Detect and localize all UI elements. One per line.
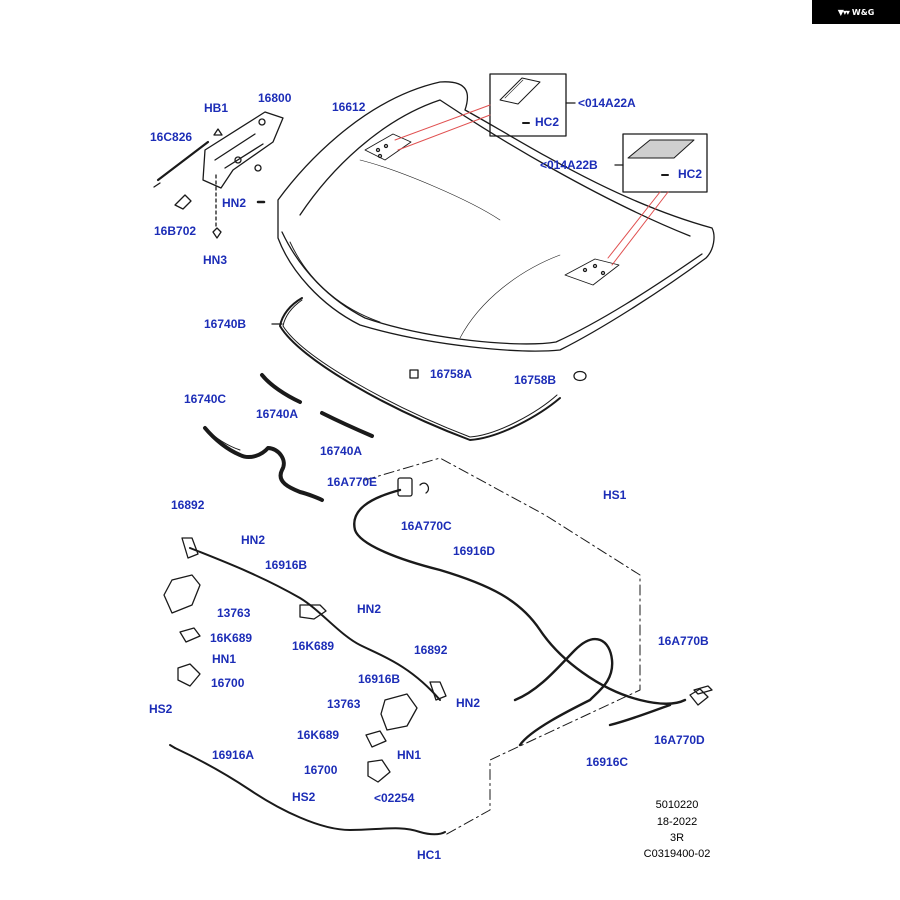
- part-label: HS2: [292, 790, 316, 804]
- part-label: HC1: [417, 848, 442, 862]
- part-label: HN3: [203, 253, 228, 267]
- seals-16740: [203, 373, 374, 502]
- brand-name: W&G: [851, 7, 875, 17]
- part-label: 13763: [217, 606, 251, 620]
- part-label: HS2: [149, 702, 173, 716]
- part-label: 16A770C: [401, 519, 452, 533]
- part-label: HC2: [678, 167, 703, 181]
- callout-leaders: [394, 104, 669, 266]
- part-label: HC2: [535, 115, 560, 129]
- part-label: 16K689: [297, 728, 340, 742]
- vent-callout-a: [489, 73, 576, 137]
- part-label: 16916D: [453, 544, 496, 558]
- part-label: 13763: [327, 697, 361, 711]
- part-label: 16916C: [586, 755, 629, 769]
- part-label: HN2: [241, 533, 266, 547]
- part-label: HN2: [222, 196, 247, 210]
- part-label: 16700: [304, 763, 338, 777]
- routing-outline: [364, 457, 641, 836]
- part-label: <02254: [374, 791, 415, 805]
- part-label: HN1: [397, 748, 422, 762]
- part-label: 16B702: [154, 224, 197, 238]
- part-label: 16A770E: [327, 475, 378, 489]
- part-label: 16700: [211, 676, 245, 690]
- part-label: 16K689: [292, 639, 335, 653]
- part-label: 16740C: [184, 392, 227, 406]
- part-label: HB1: [204, 101, 229, 115]
- latch-left-upper: [163, 537, 201, 687]
- vent-callout-b: [614, 133, 708, 193]
- brand-logo-icon: ▼▾▾: [837, 7, 850, 17]
- part-label: 16916B: [358, 672, 401, 686]
- part-label: 16916B: [265, 558, 308, 572]
- hood-panel: [277, 81, 715, 352]
- part-label: 16K689: [210, 631, 253, 645]
- part-label: 16740A: [256, 407, 299, 421]
- latch-cable-a: [169, 744, 446, 836]
- ref-line-1: 5010220: [655, 799, 699, 811]
- ref-line-4: C0319400-02: [643, 848, 711, 860]
- part-label: HS1: [603, 488, 627, 502]
- brand-badge: ▼▾▾ W&G: [812, 0, 900, 24]
- ref-line-3: 3R: [669, 832, 685, 844]
- latch-right-lower: [365, 681, 447, 783]
- part-label: <014A22A: [578, 96, 636, 110]
- release-cable-d: [353, 477, 713, 747]
- seal-16740b: [271, 297, 587, 441]
- part-label: 16740B: [204, 317, 247, 331]
- part-label: 16A770D: [654, 733, 705, 747]
- part-label: 16740A: [320, 444, 363, 458]
- ref-line-2: 18-2022: [656, 816, 698, 828]
- part-label: <014A22B: [540, 158, 598, 172]
- latch-cable-b: [189, 547, 441, 701]
- hinge-assembly: [153, 111, 284, 239]
- part-label: 16A770B: [658, 634, 709, 648]
- part-label: 16800: [258, 91, 292, 105]
- part-label: 16916A: [212, 748, 255, 762]
- part-label: 16758B: [514, 373, 557, 387]
- part-label: 16612: [332, 100, 366, 114]
- part-label: 16758A: [430, 367, 473, 381]
- part-label: HN1: [212, 652, 237, 666]
- part-label: 16892: [171, 498, 205, 512]
- part-label: 16892: [414, 643, 448, 657]
- part-label: 16C826: [150, 130, 193, 144]
- part-label: HN2: [456, 696, 481, 710]
- part-label: HN2: [357, 602, 382, 616]
